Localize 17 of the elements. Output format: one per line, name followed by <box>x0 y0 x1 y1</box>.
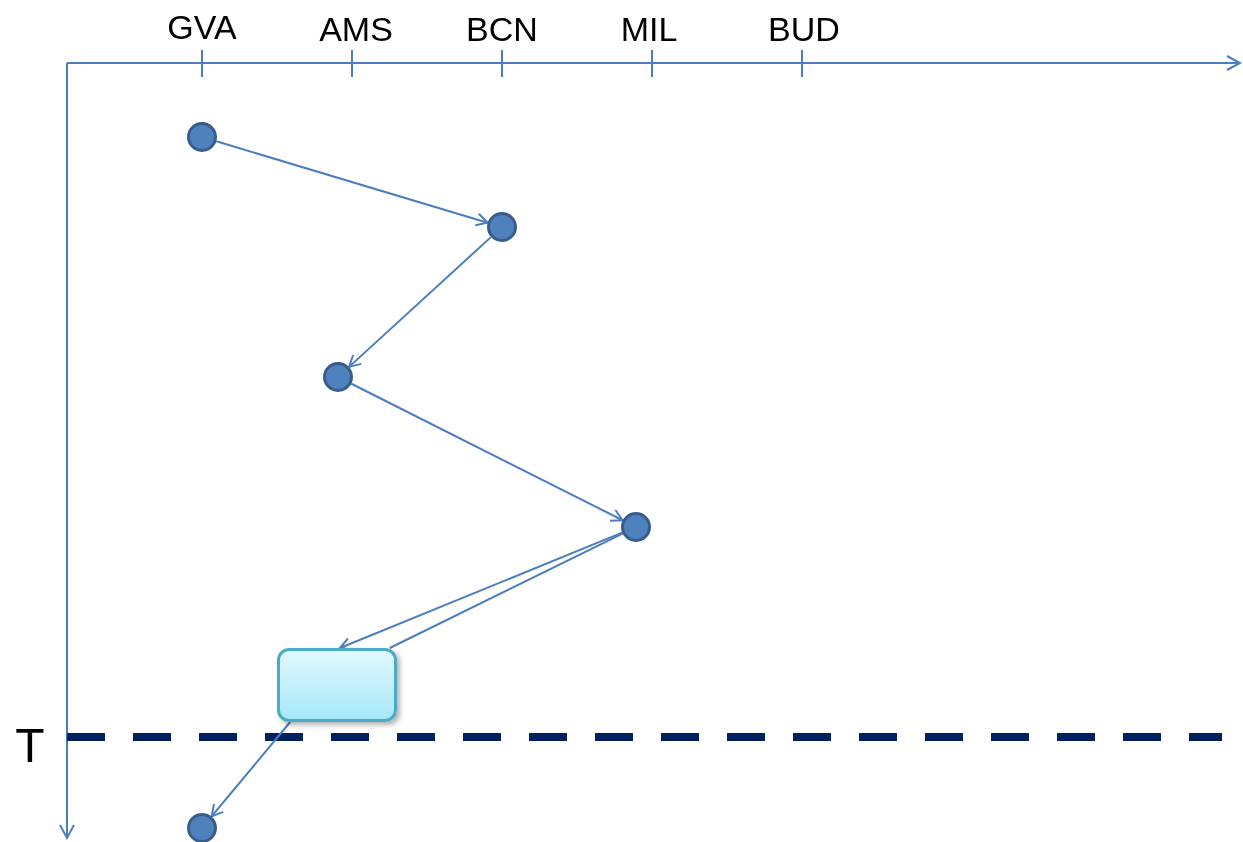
event-dot <box>323 362 353 392</box>
axis-label: BCN <box>466 12 538 46</box>
event-dot <box>187 813 217 842</box>
axis-label: GVA <box>167 10 237 44</box>
axis-label: MIL <box>620 12 678 46</box>
arrow <box>210 721 292 818</box>
time-label: T <box>15 722 45 770</box>
arrow <box>350 382 624 522</box>
event-dot <box>621 512 651 542</box>
process-box <box>277 648 397 722</box>
arrow <box>215 140 489 227</box>
arrow <box>348 236 492 368</box>
axis-label: BUD <box>768 12 840 46</box>
connector-line <box>388 532 624 649</box>
event-dot <box>187 122 217 152</box>
axis-label: AMS <box>319 12 393 46</box>
event-dot <box>487 212 517 242</box>
